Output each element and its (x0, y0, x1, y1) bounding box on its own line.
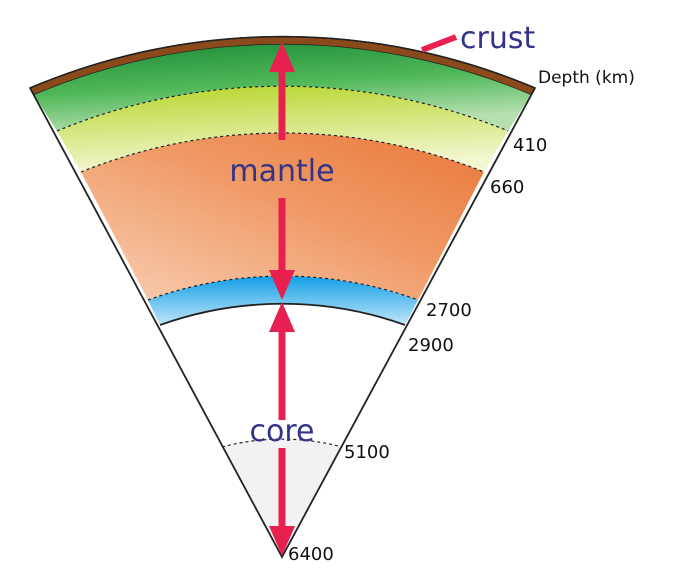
boundary-2700 (147, 275, 419, 301)
crust-pointer (420, 34, 458, 53)
mantle-label: mantle (229, 154, 334, 189)
wedge-top-edge (29, 35, 536, 89)
core-arrow-up (269, 302, 295, 420)
depth-label-2700: 2700 (426, 300, 472, 321)
wedge-outline (29, 87, 536, 559)
depth-header: Depth (km) (538, 68, 635, 88)
d-double-prime-layer (148, 276, 418, 325)
core-label: core (250, 414, 315, 449)
depth-label-410: 410 (513, 135, 547, 156)
boundary-5100 (221, 438, 343, 448)
depth-label-6400: 6400 (288, 544, 334, 565)
depth-label-5100: 5100 (344, 442, 390, 463)
core-arrow-down (269, 448, 295, 556)
boundary-410 (56, 85, 509, 132)
mantle-arrow-up (269, 42, 295, 140)
depth-label-660: 660 (490, 177, 524, 198)
crust-label: crust (460, 21, 535, 56)
depth-label-2900: 2900 (408, 335, 454, 356)
mantle-arrow-down (269, 198, 295, 300)
upper-mantle-layer (34, 44, 531, 132)
